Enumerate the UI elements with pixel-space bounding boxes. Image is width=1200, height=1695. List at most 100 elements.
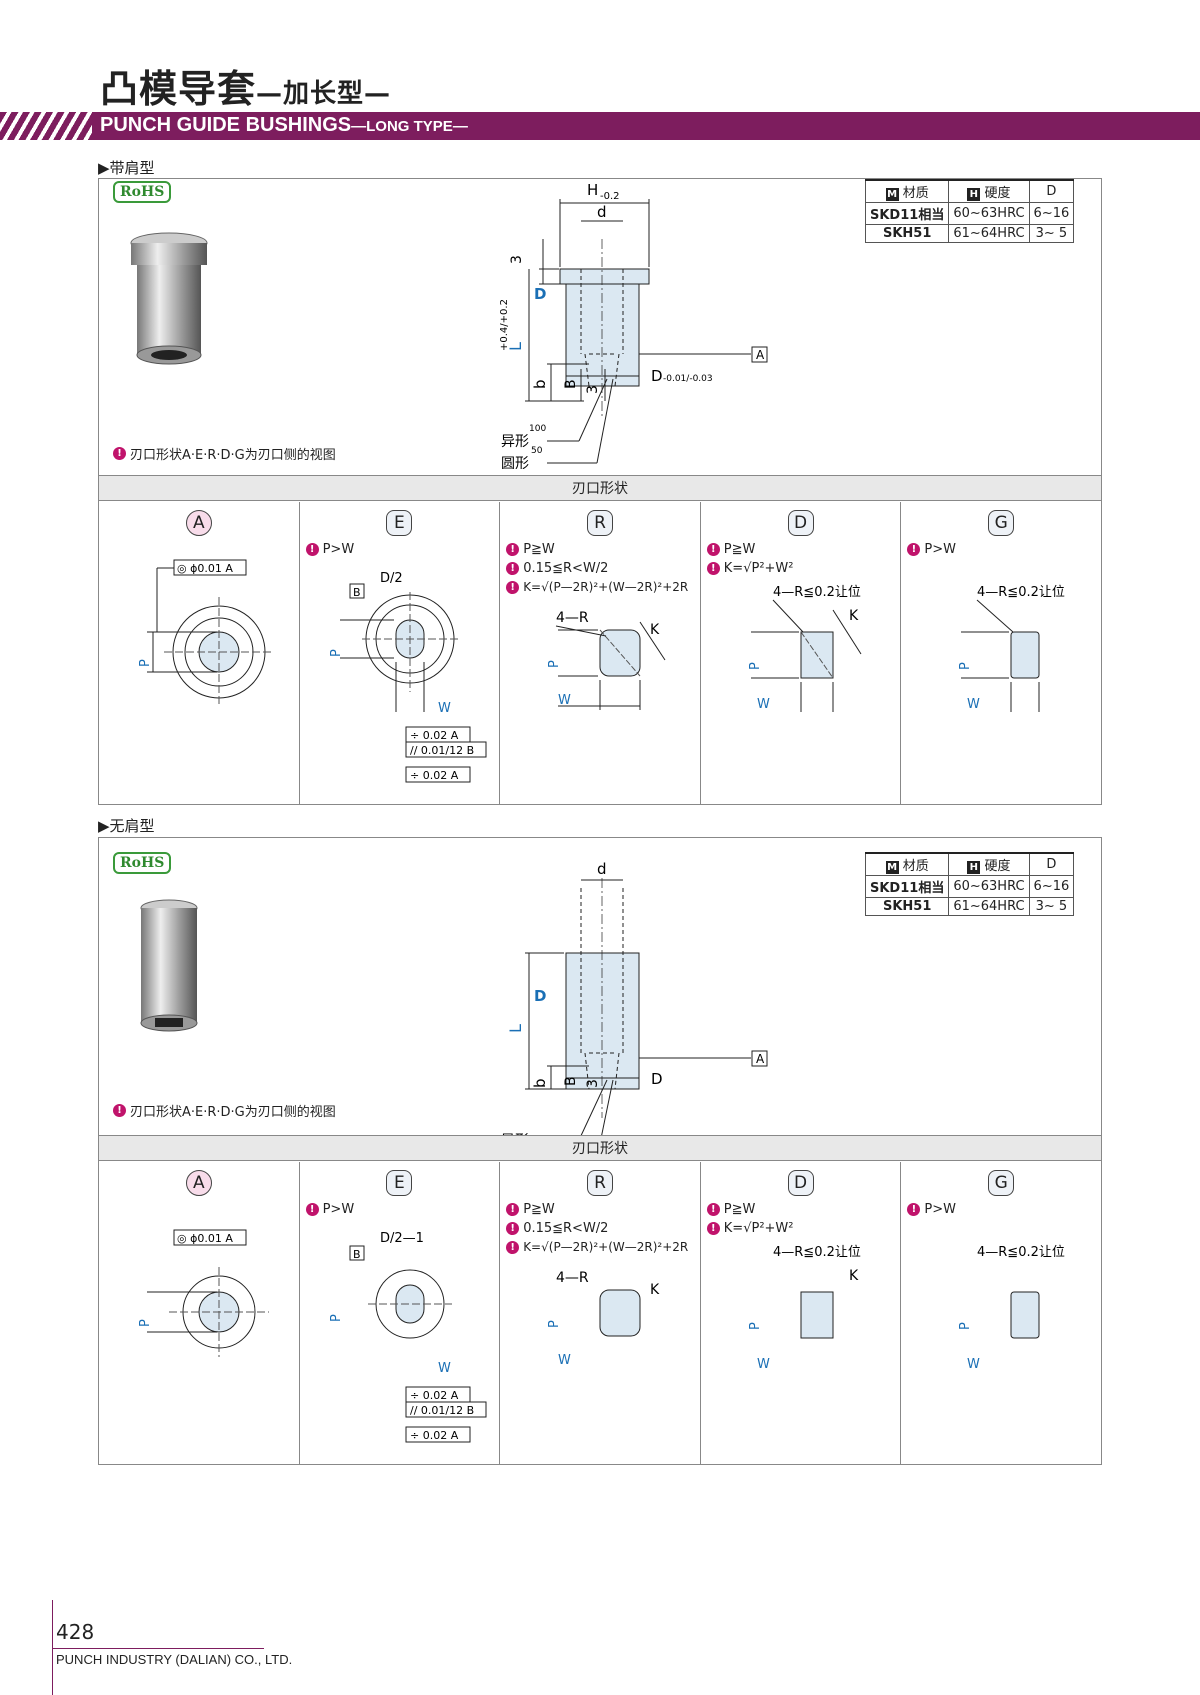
shape-drawing-r: 4—R P W K bbox=[547, 610, 666, 710]
cell-d: 3~ 5 bbox=[1028, 897, 1075, 916]
cell-hardness: 60~63HRC bbox=[948, 202, 1030, 225]
footer-rule-vertical bbox=[52, 1600, 53, 1695]
note-straight: !刃口形状A·E·R·D·G为刃口侧的视图 bbox=[113, 1101, 336, 1120]
info-icon: ! bbox=[706, 1203, 720, 1216]
info-icon: ! bbox=[506, 543, 520, 556]
info-icon: ! bbox=[506, 580, 520, 594]
banner-main: PUNCH GUIDE BUSHINGS bbox=[100, 114, 352, 136]
info-icon: ! bbox=[706, 543, 720, 556]
dim-d-tol: -0.01/-0.03 bbox=[663, 374, 713, 384]
tol-concentricity: ◎ ϕ0.01 A bbox=[177, 1232, 233, 1245]
banner-sub: —LONG TYPE— bbox=[351, 118, 468, 135]
shape-row-shoulder: A ◎ ϕ0.01 A P E bbox=[99, 502, 1101, 805]
cell-d: 3~ 5 bbox=[1028, 224, 1075, 243]
corner-relief: 4—R≦0.2让位 bbox=[977, 1245, 1065, 1260]
dim-big-b: B bbox=[563, 379, 579, 389]
cell-material: SKH51 bbox=[864, 897, 950, 916]
tol-parallel: // 0.01/12 B bbox=[410, 1404, 474, 1417]
dim-d-half: D/2 bbox=[380, 571, 403, 586]
dim-p: P bbox=[547, 660, 562, 668]
tol-symmetry-2: ÷ 0.02 A bbox=[410, 769, 459, 782]
dim-p: P bbox=[958, 1322, 973, 1330]
datum-a: A bbox=[756, 1052, 765, 1066]
note-text: 刃口形状A·E·R·D·G为刃口侧的视图 bbox=[130, 1105, 336, 1120]
cell-hardness: 61~64HRC bbox=[948, 224, 1030, 243]
corner-relief: 4—R≦0.2让位 bbox=[773, 585, 861, 600]
shape-drawing-e: D/2—1 B P W ÷ 0.02 A // 0.01/12 B ÷ 0.02… bbox=[329, 1231, 487, 1443]
roughness-special: 异形 bbox=[501, 434, 529, 450]
corner-relief: 4—R≦0.2让位 bbox=[977, 585, 1065, 600]
shape-cell-e: E !P>W D/2 B P W bbox=[300, 502, 501, 805]
dim-w: W bbox=[757, 1357, 770, 1372]
shape-drawing-g: 4—R≦0.2让位 P W bbox=[958, 1245, 1065, 1372]
company-name: PUNCH INDUSTRY (DALIAN) CO., LTD. bbox=[56, 1652, 293, 1667]
dim-w: W bbox=[558, 693, 571, 708]
banner-stripes bbox=[0, 112, 92, 140]
shape-header: 刃口形状 bbox=[99, 1135, 1101, 1161]
dim-k: K bbox=[849, 608, 859, 624]
tol-symmetry: ÷ 0.02 A bbox=[410, 1389, 459, 1402]
dim-p: P bbox=[958, 662, 973, 670]
corner-radius: 4—R bbox=[556, 1270, 589, 1286]
shape-drawing-a: ◎ ϕ0.01 A P bbox=[138, 1229, 269, 1357]
cond-r-1: !P≧W bbox=[506, 542, 555, 557]
dim-big-b: B bbox=[563, 1076, 579, 1086]
corner-radius: 4—R bbox=[556, 610, 589, 626]
info-icon: ! bbox=[506, 1203, 520, 1216]
dim-3-top: 3 bbox=[509, 255, 525, 264]
shape-drawing-d: 4—R≦0.2让位 P W K bbox=[748, 1245, 861, 1372]
info-icon: ! bbox=[907, 1203, 921, 1216]
info-icon: ! bbox=[907, 543, 921, 556]
dim-p: P bbox=[329, 649, 344, 657]
section-label-shoulder: ▶带肩型 bbox=[98, 159, 155, 177]
dim-3-bottom: 3 bbox=[585, 385, 601, 394]
cond-r-2: !0.15≦R<W/2 bbox=[506, 561, 608, 576]
header-hardness: H 硬度 bbox=[948, 852, 1030, 876]
shape-label-e: E bbox=[386, 1170, 413, 1196]
page-title: 凸模导套—加长型— bbox=[100, 58, 391, 113]
dim-3-bottom: 3 bbox=[585, 1079, 601, 1088]
header-d: D bbox=[1028, 179, 1075, 203]
cond-g: !P>W bbox=[907, 542, 956, 557]
note-shoulder: ! 刃口形状A·E·R·D·G为刃口侧的视图 bbox=[113, 444, 336, 463]
shape-cell-g: G !P>W 4—R≦0.2让位 P W bbox=[901, 1162, 1101, 1465]
cond-g: !P>W bbox=[907, 1202, 956, 1217]
dim-l: L bbox=[506, 1024, 525, 1033]
dim-d: d bbox=[597, 860, 607, 878]
dim-d-half-minus: D/2—1 bbox=[380, 1231, 424, 1246]
cond-r-2: !0.15≦R<W/2 bbox=[506, 1221, 608, 1236]
tol-symmetry-2: ÷ 0.02 A bbox=[410, 1429, 459, 1442]
shape-label-r: R bbox=[586, 1170, 613, 1196]
product-image-shoulder bbox=[130, 232, 208, 365]
cell-d: 6~16 bbox=[1028, 202, 1075, 225]
cond-d-2: !K=√P²+W² bbox=[706, 1221, 794, 1236]
note-text: 刃口形状A·E·R·D·G为刃口侧的视图 bbox=[130, 448, 336, 463]
dim-p: P bbox=[138, 659, 153, 667]
shape-label-a: A bbox=[185, 1170, 212, 1196]
dim-d-hardened: D bbox=[534, 285, 546, 303]
header-material: M 材质 bbox=[864, 852, 950, 876]
cell-d: 6~16 bbox=[1028, 875, 1075, 898]
dim-h: H bbox=[587, 181, 598, 199]
shape-label-e: E bbox=[386, 510, 413, 536]
dim-p: P bbox=[138, 1319, 153, 1327]
dim-l-tol: +0.4/+0.2 bbox=[499, 299, 510, 351]
info-icon: ! bbox=[305, 543, 319, 556]
header-d: D bbox=[1028, 852, 1075, 876]
title-banner bbox=[0, 112, 1200, 140]
cond-e: !P>W bbox=[305, 1202, 354, 1217]
dim-h-tol: -0.2 bbox=[600, 191, 620, 202]
shape-cell-a: A ◎ ϕ0.01 A P bbox=[99, 502, 300, 805]
main-drawing-straight: A d L b B 3 D D 异形 bbox=[501, 860, 768, 1158]
shape-cell-a: A ◎ ϕ0.01 A P bbox=[99, 1162, 300, 1465]
shape-drawing-a: ◎ ϕ0.01 A P bbox=[138, 559, 274, 707]
info-icon: ! bbox=[113, 447, 126, 460]
dim-b: b bbox=[531, 1078, 549, 1088]
main-drawing-shoulder: A H -0.2 d 3 L +0.4/+0.2 b B 3 D D -0.01… bbox=[499, 181, 768, 469]
product-image-straight bbox=[140, 899, 198, 1032]
cell-hardness: 61~64HRC bbox=[948, 897, 1030, 916]
dim-p: P bbox=[329, 1314, 344, 1322]
